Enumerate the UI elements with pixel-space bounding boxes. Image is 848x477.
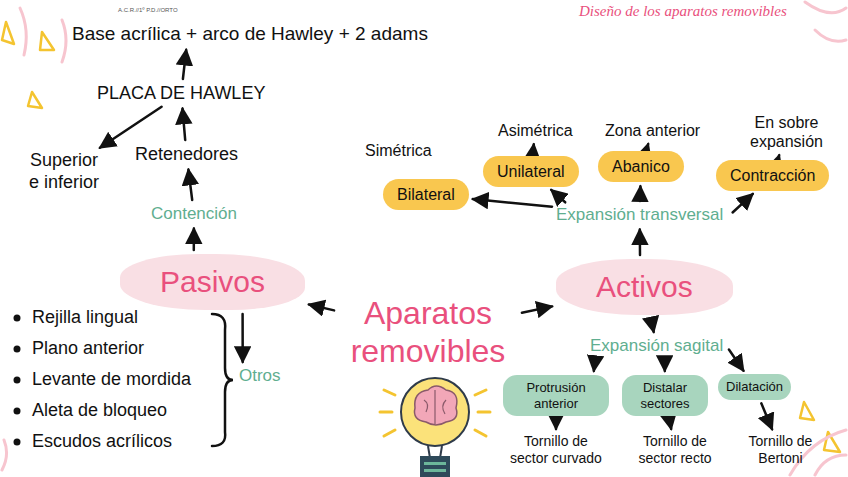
pill-node: Abanico [598,151,684,182]
triangle-ornament [28,92,42,108]
node-text: Asimétrica [498,121,573,140]
arrow-connector [778,155,781,156]
arrow-connector [551,190,565,202]
list-item: Aleta de bloqueo [32,400,167,422]
pill-node: Contracción [716,160,829,191]
list-item: Escudos acrílicos [32,431,172,453]
node-text: Expansión transversal [556,205,723,225]
arrow-connector [729,350,744,371]
pink-curve [62,20,66,62]
note-text: Zona anterior [605,121,700,140]
arrow-connector [761,403,772,429]
node-text: Tornillo de sector curvado [504,433,608,467]
node-text: Otros [239,366,281,386]
node-text: Unilateral [497,162,565,181]
node-text: En sobre expansión [744,113,829,151]
note-text: Asimétrica [498,121,573,140]
arrow-connector [100,107,162,148]
arrow-connector [309,305,334,311]
triangle-ornament [800,402,814,420]
node-text: Simétrica [365,141,432,160]
pill-node: Distalar sectores [622,375,708,416]
arrow-connector [193,228,196,250]
title-node: PLACA DE HAWLEY [97,83,265,105]
arrow-connector [188,170,192,200]
bullet-dot [14,315,21,322]
note-text: En sobre expansión [744,113,829,151]
arrow-connector [663,360,666,371]
bullet-dot [14,346,21,353]
list-item: Rejilla lingual [32,307,138,329]
node-text: Activos [596,269,693,305]
category-text: Otros [239,366,281,386]
note-text: Base acrílica + arco de Hawley + 2 adams [72,23,428,46]
arrow-connector [522,306,552,312]
node-text: Tornillo de Bertoni [738,433,823,467]
central-concept: Aparatos removibles [338,294,518,371]
node-text: Distalar sectores [630,380,700,411]
pink-curve [2,440,7,470]
category-text: Expansión transversal [556,205,723,225]
triangle-ornament [40,32,54,50]
bullet-dot [14,408,21,415]
node-text: Retenedores [135,144,238,166]
arrow-connector [647,144,648,147]
note-text: Tornillo de Bertoni [738,433,823,467]
node-text: Bilateral [397,185,455,204]
note-text: Superior e inferior [25,150,103,193]
arrow-connector [639,186,642,201]
watermark: A.C.R.//1º P.D.//ORTO [118,7,178,14]
node-text: Dilatación [726,379,783,395]
node-text: Superior e inferior [25,150,103,193]
pill-node: Bilateral [383,179,469,210]
pill-node: Protrusión anterior [503,375,609,416]
note-text: Tornillo de sector recto [630,433,720,467]
pink-curve [815,455,846,475]
arrow-connector [733,194,753,213]
pill-node: Dilatación [718,374,791,400]
node-text: Expansión sagital [590,336,723,356]
node-text: Zona anterior [605,121,700,140]
arrow-connector [555,420,558,429]
triangle-ornament [2,22,14,44]
arrow-connector [670,420,672,429]
bullet-dot [14,439,21,446]
node-text: Tornillo de sector recto [630,433,720,467]
blob-node: Activos [556,259,733,315]
bullet-dot [14,377,21,384]
arrow-connector [473,199,552,207]
category-text: Expansión sagital [590,336,723,356]
list-item: Levante de mordida [32,369,191,391]
note-text: Simétrica [365,141,432,160]
node-text: Aparatos removibles [338,294,518,371]
diagram-title: Diseño de los aparatos removibles [579,3,787,20]
arrow-connector [183,50,186,79]
node-text: Protrusión anterior [511,380,601,411]
arrow-connector [651,319,654,332]
pink-curve [805,2,846,13]
pill-node: Unilateral [483,156,579,187]
node-text: Contracción [730,166,815,185]
blob-node: Pasivos [120,254,305,310]
list-item: Plano anterior [32,338,144,360]
arrow-connector [639,229,642,255]
arrow-connector [241,314,244,362]
node-text: PLACA DE HAWLEY [97,83,265,105]
node-text: Base acrílica + arco de Hawley + 2 adams [72,23,428,46]
pink-curve [20,8,26,55]
node-text: Pasivos [160,264,265,300]
arrow-connector [183,109,186,140]
node-text: Contención [151,204,237,224]
curly-bracket [212,314,233,446]
concept-text: Retenedores [135,144,238,166]
lightbulb-illustration [380,378,490,477]
arrow-connector [532,144,535,152]
note-text: Tornillo de sector curvado [504,433,608,467]
node-text: Abanico [612,157,670,176]
pink-curve [815,30,846,41]
arrow-connector [594,360,595,371]
category-text: Contención [151,204,237,224]
